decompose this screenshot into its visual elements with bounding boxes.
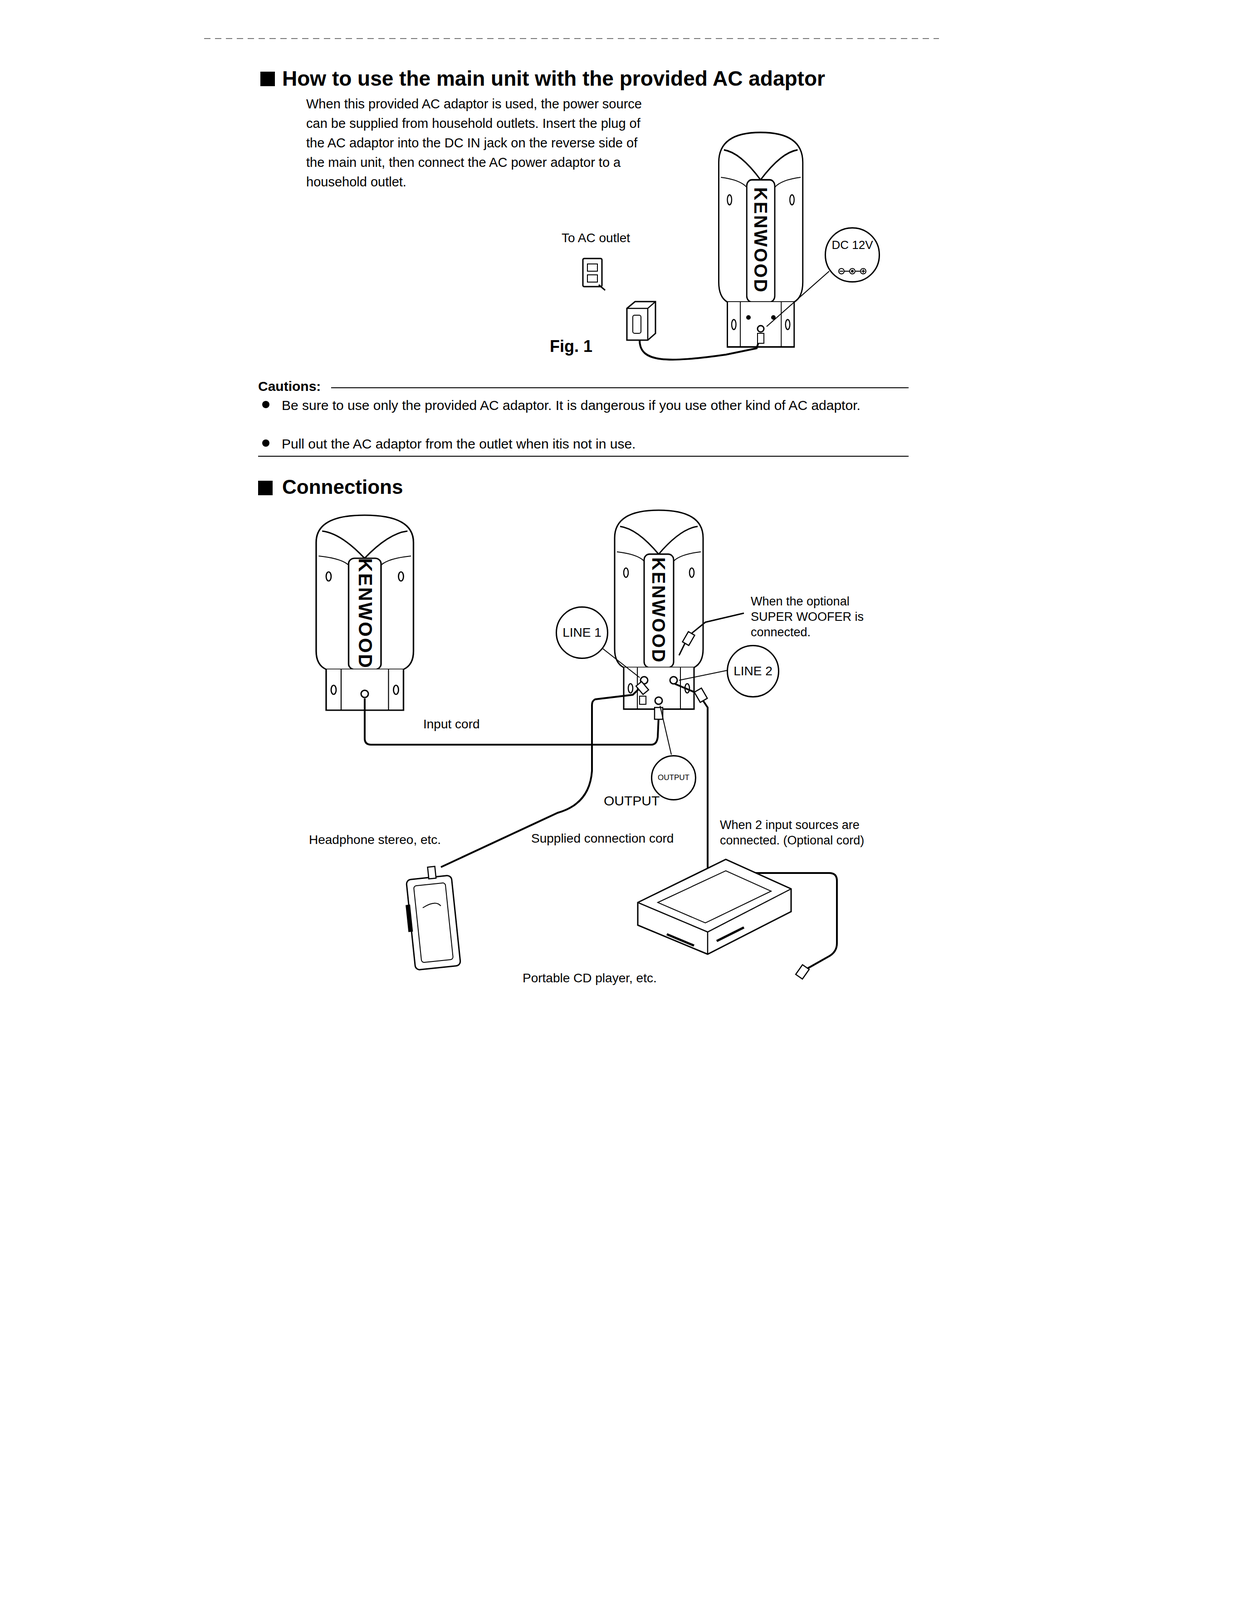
callout-circle: DC 12V [824, 227, 880, 283]
input-cord [364, 698, 659, 745]
dc-jack [639, 696, 646, 705]
line2-jack [669, 676, 678, 685]
cord-label: Input cord [421, 716, 482, 733]
adaptor-cord [639, 335, 761, 360]
callout-text: OUTPUT [657, 773, 690, 783]
heading-marker [260, 71, 275, 87]
callout-text: LINE 1 [562, 625, 602, 641]
callout-text: When 2 input sources are connected. (Opt… [718, 817, 871, 849]
brand-logo: KENWOOD [647, 557, 670, 664]
callout-text: To AC outlet [561, 230, 631, 246]
plug [635, 681, 649, 695]
jack [361, 690, 369, 698]
callout-circle: OUTPUT [650, 755, 697, 801]
speaker-sub-unit [316, 515, 414, 711]
rule [258, 455, 909, 457]
device-label: Portable CD player, etc. [522, 970, 657, 987]
callout-text: DC 12V [831, 238, 873, 252]
body-text: When this provided AC adaptor is used, t… [306, 94, 656, 192]
plug [682, 631, 695, 646]
dc-in-jack [757, 325, 764, 333]
plug [694, 688, 708, 703]
caution-heading: Cautions: [258, 378, 321, 395]
section-heading: Connections [282, 475, 403, 500]
ac-adaptor [626, 301, 656, 341]
polarity-symbol [838, 268, 866, 274]
rule [331, 387, 909, 389]
brand-logo: KENWOOD [749, 187, 772, 294]
port-label: OUTPUT [602, 792, 661, 810]
callout-circle: LINE 1 [555, 606, 609, 660]
leader-line [601, 647, 640, 678]
caution-text: Pull out the AC adaptor from the outlet … [281, 434, 910, 455]
screw [746, 315, 751, 320]
leader-line [660, 705, 672, 755]
ac-outlet [582, 258, 606, 291]
cord-label: Supplied connection cord [529, 831, 675, 847]
speaker-main-unit [718, 132, 803, 348]
callout-text: LINE 2 [733, 664, 773, 679]
output-jack [655, 697, 663, 705]
callout-circle: LINE 2 [726, 645, 780, 698]
brand-logo: KENWOOD [353, 557, 377, 670]
portable-cd-player [637, 859, 810, 980]
section-heading: How to use the main unit with the provid… [282, 66, 826, 91]
bullet [262, 400, 270, 409]
speaker-main-unit [614, 510, 704, 710]
callout-text: When the optional SUPER WOOFER is connec… [750, 594, 887, 641]
dc-plug [757, 333, 764, 344]
woofer-cord [679, 613, 744, 656]
leader-line [766, 271, 830, 327]
leader-line [679, 670, 728, 681]
dashed-rule [204, 38, 939, 40]
figure-label: Fig. 1 [549, 336, 593, 357]
device-label: Headphone stereo, etc. [307, 832, 443, 848]
headphone-stereo [401, 865, 461, 971]
marker [258, 480, 273, 496]
bullet [262, 439, 270, 447]
caution-text: Be sure to use only the provided AC adap… [281, 395, 910, 416]
